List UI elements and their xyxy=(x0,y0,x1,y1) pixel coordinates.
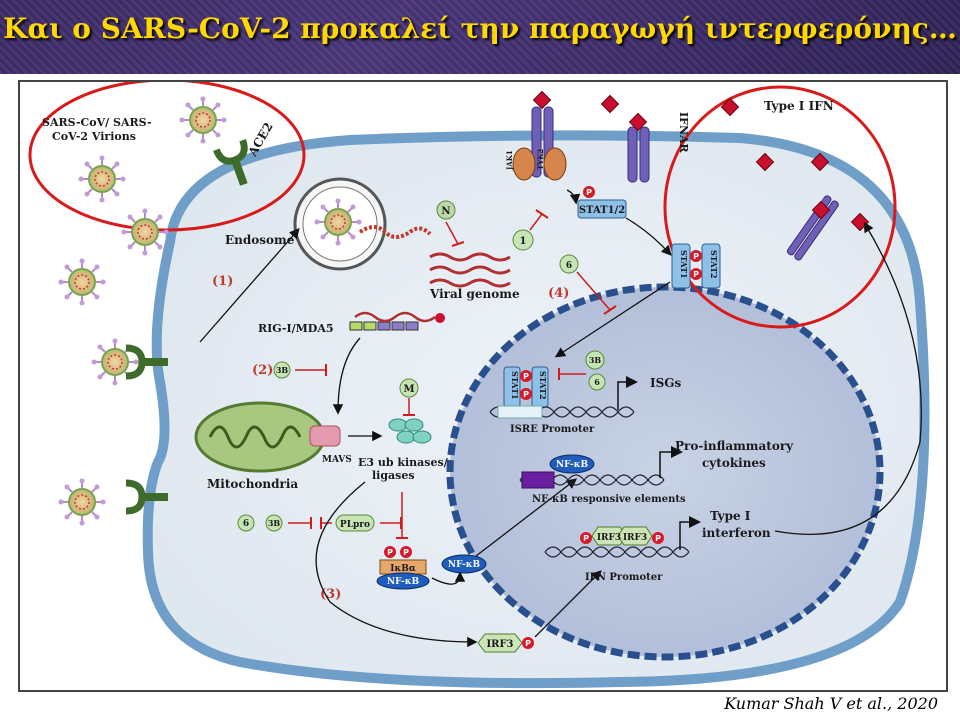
m-protein-badge xyxy=(399,378,419,398)
ifn-icon xyxy=(601,95,619,113)
stat-dimer xyxy=(671,243,721,289)
irf3-label: IRF3 xyxy=(486,639,513,650)
virion-icon xyxy=(57,477,107,527)
step-2-label: (2) xyxy=(252,363,273,378)
6-badge-2 xyxy=(559,254,579,274)
ifn-promoter-label: IFN Promoter xyxy=(585,572,663,583)
virions-label-2: CoV-2 Virions xyxy=(52,130,136,143)
6-label: 6 xyxy=(243,519,249,529)
nfkb-free-label: NF-κB xyxy=(448,560,481,570)
diagram: P SARS-CoV/ SARS- CoV-2 Virions ACE2 End… xyxy=(28,82,930,689)
irf3-cytoplasm xyxy=(477,633,523,653)
mavs-label: MAVS xyxy=(322,455,352,465)
interferon-label: interferon xyxy=(702,526,771,540)
ifnar-receptor-icon xyxy=(627,113,650,183)
6-label-2: 6 xyxy=(566,261,572,271)
virion-icon xyxy=(77,154,127,204)
dna-ifn xyxy=(544,546,690,558)
irf3-dimer xyxy=(580,526,664,546)
irf3-nuc-label-1: IRF3 xyxy=(597,533,621,543)
jak1-label: JAK1 xyxy=(505,150,514,171)
endosome-label: Endosome xyxy=(225,233,295,247)
mitochondria-label: Mitochondria xyxy=(207,477,298,491)
3b-badge-3 xyxy=(585,350,605,370)
virion-icon xyxy=(57,257,107,307)
6-badge xyxy=(237,514,255,532)
n-protein-badge xyxy=(436,200,456,220)
virion-icon xyxy=(120,207,170,257)
step-4-label: (4) xyxy=(548,286,569,301)
jak1-icon xyxy=(512,147,536,181)
step-3-label: (3) xyxy=(320,587,341,602)
e3-label: E3 ub kinases/ xyxy=(358,456,449,469)
3b-badge-2 xyxy=(265,514,283,532)
nfkb-resp-label: NF-κB responsive elements xyxy=(532,494,686,505)
stat12-box xyxy=(577,199,627,219)
nucleus xyxy=(446,283,884,661)
3b-label: 3B xyxy=(276,365,289,375)
viral-genome-label: Viral genome xyxy=(429,287,520,301)
highlight-circle-ifn xyxy=(663,85,897,329)
endosome-virion-icon xyxy=(313,197,363,247)
rig-i-mda5-icon xyxy=(349,311,445,331)
type-i-label: Type I xyxy=(710,509,751,523)
tyk2-label: TYK2 xyxy=(536,149,545,170)
isgs-label: ISGs xyxy=(650,376,682,390)
ikba-nfkb-complex xyxy=(376,546,430,590)
3b-label-3: 3B xyxy=(589,355,602,365)
irf3-nuc-label-2: IRF3 xyxy=(623,533,647,543)
plpro-badge xyxy=(335,514,375,532)
proinf-label-2: cytokines xyxy=(702,456,766,470)
proinf-label: Pro-inflammatory xyxy=(675,439,794,453)
nfkb-nuc-label: NF-κB xyxy=(556,460,589,470)
type-i-ifn-label: Type I IFN xyxy=(764,99,834,113)
e3-label-2: ligases xyxy=(372,469,415,482)
virion-icon xyxy=(178,95,228,145)
citation: Kumar Shah V et al., 2020 xyxy=(724,694,938,713)
viral-genome-icon xyxy=(429,252,511,288)
stat12-label: STAT1/2 xyxy=(579,205,625,216)
stat2-label: STAT2 xyxy=(709,250,719,279)
m-protein-label: M xyxy=(403,384,414,395)
rig-i-label: RIG-I/MDA5 xyxy=(258,322,334,335)
3b-label-2: 3B xyxy=(268,518,281,528)
figure-frame: P SARS-CoV/ SARS- CoV-2 Virions ACE2 End… xyxy=(18,80,948,692)
e3-ligase-icon xyxy=(388,418,432,444)
mitochondria-icon xyxy=(194,401,341,473)
isre-label: ISRE Promoter xyxy=(510,424,595,435)
stat2-nuc-label: STAT2 xyxy=(538,371,548,400)
slide-title: Και ο SARS-CoV-2 προκαλεί την παραγωγή ι… xyxy=(3,12,957,45)
n-protein-label: N xyxy=(441,206,450,217)
stat1-label: STAT1 xyxy=(679,250,689,279)
ikba-label: IκBα xyxy=(390,564,416,574)
6-label-3: 6 xyxy=(594,377,600,387)
1-label: 1 xyxy=(520,236,527,247)
nfkb-label: NF-κB xyxy=(387,577,420,587)
ifnar-label: IFNAR xyxy=(677,112,690,154)
stat1-nuc-label: STAT1 xyxy=(510,371,520,400)
virions-label-1: SARS-CoV/ SARS- xyxy=(42,116,152,129)
6-badge-3 xyxy=(588,373,606,391)
plpro-label: PLpro xyxy=(340,520,370,530)
1-badge xyxy=(512,229,534,251)
step-1-label: (1) xyxy=(212,274,233,289)
title-bar: Και ο SARS-CoV-2 προκαλεί την παραγωγή ι… xyxy=(0,0,960,74)
3b-badge xyxy=(273,361,291,379)
tyk2-icon xyxy=(543,147,567,181)
